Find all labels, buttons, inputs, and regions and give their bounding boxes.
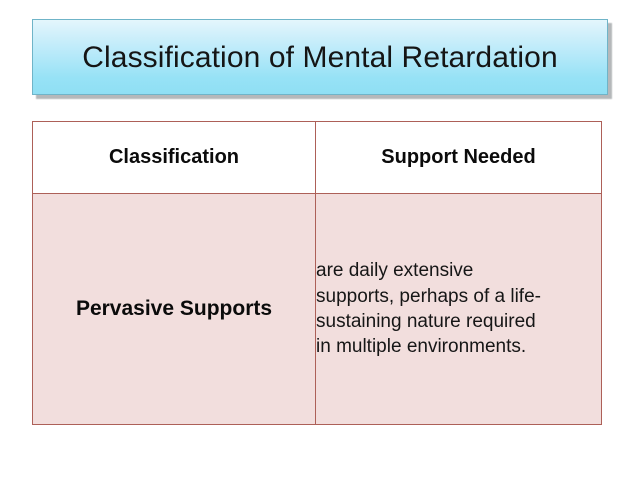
table-row: Pervasive Supports are daily extensive s… (32, 193, 602, 425)
column-header-support-needed: Support Needed (315, 121, 602, 194)
page-title: Classification of Mental Retardation (82, 40, 558, 74)
column-header-classification: Classification (32, 121, 316, 194)
table-header-row: Classification Support Needed (32, 121, 602, 194)
cell-classification-value: Pervasive Supports (32, 193, 316, 425)
support-needed-text: are daily extensive supports, perhaps of… (316, 260, 541, 358)
title-banner: Classification of Mental Retardation (32, 19, 608, 95)
table-header: Classification Support Needed (32, 121, 602, 194)
classification-table: Classification Support Needed Pervasive … (32, 121, 602, 425)
cell-support-needed-value: are daily extensive supports, perhaps of… (315, 193, 602, 425)
table-body: Pervasive Supports are daily extensive s… (32, 193, 602, 425)
classification-table-container: Classification Support Needed Pervasive … (32, 121, 602, 425)
